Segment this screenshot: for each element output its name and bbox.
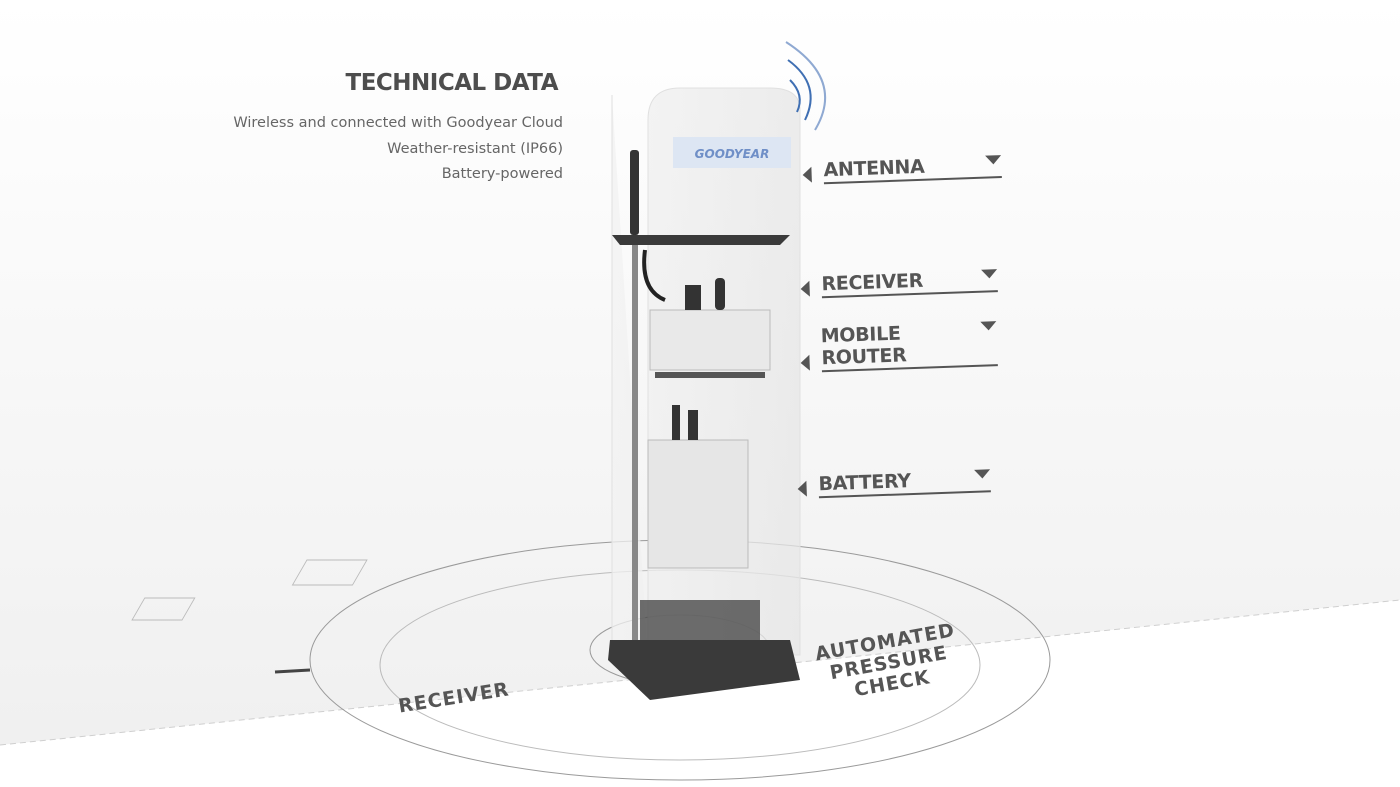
left-arrow-icon xyxy=(802,166,812,184)
spec-battery: Battery-powered xyxy=(441,166,563,182)
spec-wireless: Wireless and connected with Goodyear Clo… xyxy=(233,115,563,131)
signal-icon xyxy=(785,41,827,131)
goodyear-logo xyxy=(673,137,791,168)
base-plate xyxy=(608,640,800,700)
left-arrow-icon xyxy=(800,280,810,298)
dropdown-caret-icon[interactable] xyxy=(974,469,991,479)
technical-data-title: TECHNICAL DATA xyxy=(345,70,559,96)
dropdown-caret-icon[interactable] xyxy=(981,269,998,279)
dropdown-caret-icon[interactable] xyxy=(980,321,997,331)
dropdown-caret-icon[interactable] xyxy=(985,155,1002,165)
left-arrow-icon xyxy=(797,480,807,498)
spec-weather: Weather-resistant (IP66) xyxy=(387,141,563,157)
left-arrow-icon xyxy=(800,354,810,372)
callout-mobile-router[interactable]: MOBILE ROUTER xyxy=(799,319,998,373)
floor xyxy=(0,600,1400,787)
goodyear-logo-text: GOODYEAR xyxy=(695,147,770,161)
